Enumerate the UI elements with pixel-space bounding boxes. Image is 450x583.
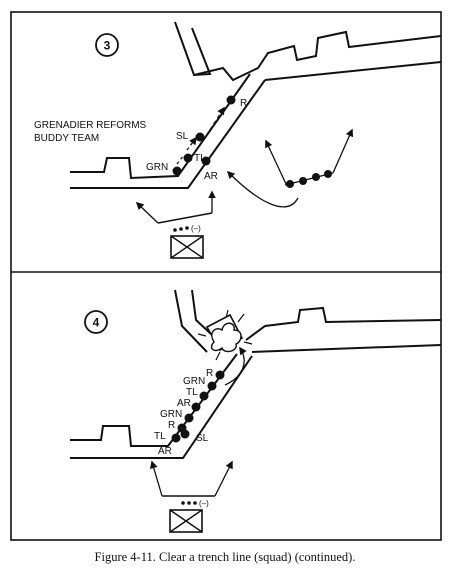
- soldier-dot: [199, 391, 209, 401]
- team-dot: [324, 170, 332, 178]
- note-line-2: BUDDY TEAM: [34, 133, 99, 144]
- trench-wall-rear: [70, 355, 253, 459]
- unit-arrow-left: [135, 201, 159, 224]
- panel-number-circle: [84, 310, 108, 334]
- label-tl: TL: [194, 153, 206, 164]
- label-sl: SL: [196, 433, 209, 444]
- label-grn: GRN: [146, 162, 168, 173]
- explosion-icon: [210, 322, 242, 353]
- soldier-dot: [191, 402, 201, 412]
- soldier-tl-dot: [183, 153, 193, 163]
- unit-dot: [185, 226, 189, 230]
- sector-arrow-left: [265, 139, 287, 185]
- unit-dot: [181, 501, 185, 505]
- unit-dot: [173, 228, 177, 232]
- label-grn-2: GRN: [160, 409, 182, 420]
- unit-dot: [179, 227, 183, 231]
- trench-wall-back-lower: [251, 344, 442, 353]
- movement-arrow-tl: [186, 136, 197, 151]
- figure-caption: Figure 4-11. Clear a trench line (squad)…: [94, 550, 356, 564]
- soldier-grn-dot: [172, 166, 182, 176]
- panel-number-circle: [95, 33, 119, 57]
- trench-wall-upper-left: [174, 289, 208, 353]
- note-line-1: GRENADIER REFORMS: [34, 120, 147, 131]
- panel-3: 3 R SL TL GRN AR GRENADIER REFORMS BUDDY…: [34, 21, 442, 259]
- soldier-dot: [184, 413, 194, 423]
- panel-4: 4 GRN R TL AR GRN R TL SL AR: [70, 289, 442, 533]
- label-ar: AR: [204, 171, 218, 182]
- label-tl-2: TL: [154, 431, 166, 442]
- unit-dot: [193, 501, 197, 505]
- label-r-1: R: [206, 368, 213, 379]
- soldier-dot: [171, 433, 181, 443]
- unit-arrow-right: [214, 460, 233, 497]
- panel-number: 4: [93, 316, 100, 330]
- soldier-dot: [180, 429, 190, 439]
- assault-arrow: [224, 346, 247, 386]
- figure-frame: [10, 11, 442, 541]
- movement-arrow-grn: [176, 154, 185, 165]
- sector-arrow-right: [332, 128, 354, 174]
- infantry-unit-symbol: [169, 509, 203, 533]
- trench-wall-back: [245, 306, 442, 341]
- label-r: R: [240, 98, 247, 109]
- unit-strength: (–): [199, 499, 209, 508]
- unit-strength: (–): [191, 224, 201, 233]
- infantry-unit-symbol: [170, 235, 204, 259]
- label-sl: SL: [176, 131, 189, 142]
- trench-wall-upper: [174, 21, 442, 82]
- trench-wall-upper-inner: [191, 289, 212, 335]
- label-r-2: R: [168, 420, 175, 431]
- soldier-dot: [207, 381, 217, 391]
- soldier-r-dot: [226, 95, 236, 105]
- team-dot: [312, 173, 320, 181]
- soldier-dot: [215, 370, 225, 380]
- curved-movement-arrow: [226, 170, 299, 208]
- team-dot: [286, 180, 294, 188]
- label-grn-1: GRN: [183, 376, 205, 387]
- movement-arrow-r: [205, 106, 225, 137]
- trench-wall-front: [70, 353, 238, 447]
- soldier-ar-dot: [201, 156, 211, 166]
- trench-wall-front: [70, 73, 251, 180]
- trench-wall-rear: [70, 61, 442, 189]
- label-ar-2: AR: [158, 446, 172, 457]
- label-ar-1: AR: [177, 398, 191, 409]
- unit-dot: [187, 501, 191, 505]
- unit-line: [157, 212, 213, 224]
- trench-wall-upper-inner: [191, 27, 212, 76]
- soldier-sl-dot: [195, 132, 205, 142]
- unit-arrow-left: [150, 460, 163, 497]
- explosion-rays: [197, 309, 253, 361]
- label-tl-1: TL: [186, 387, 198, 398]
- team-dot: [299, 177, 307, 185]
- panel-number: 3: [104, 39, 111, 53]
